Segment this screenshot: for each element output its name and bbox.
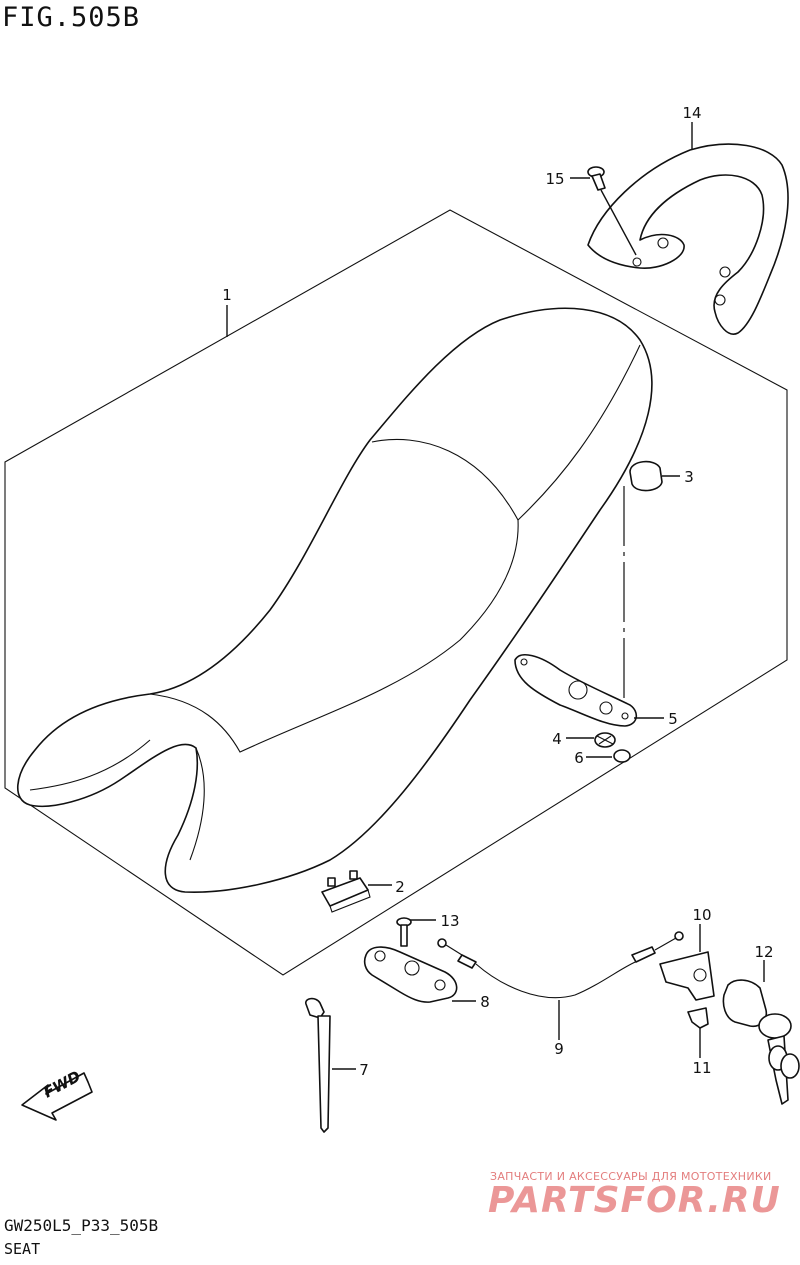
- callout-12[interactable]: 12: [754, 943, 773, 961]
- cable-tie-part-7[interactable]: [305, 997, 331, 1133]
- assembly-outline: [4, 209, 788, 976]
- plate-part-10[interactable]: [659, 951, 715, 1001]
- callouts: 1 2 3 4 5 6 7 8 9 10 11 12 13 14 15: [222, 104, 773, 1079]
- lock-set-part-12[interactable]: [722, 979, 800, 1105]
- callout-2[interactable]: 2: [395, 878, 405, 896]
- figure-caption: SEAT: [4, 1240, 41, 1258]
- nut-part-6[interactable]: [613, 749, 631, 763]
- bracket-part-5[interactable]: [514, 654, 638, 727]
- figure-title: FIG.505B: [2, 2, 141, 33]
- watermark-logo: PARTSFOR.RU: [488, 1180, 781, 1221]
- clamp-part-2[interactable]: [321, 870, 371, 913]
- fwd-arrow-icon: FWD: [21, 1067, 93, 1121]
- lock-base-part-8[interactable]: [363, 946, 458, 1003]
- grab-rail-part[interactable]: [587, 143, 789, 335]
- nut-part-4[interactable]: [594, 732, 616, 748]
- clip-part-11[interactable]: [687, 1007, 709, 1029]
- callout-11[interactable]: 11: [692, 1059, 711, 1077]
- screw-part-13[interactable]: [396, 917, 412, 947]
- callout-13[interactable]: 13: [440, 912, 459, 930]
- callout-9[interactable]: 9: [554, 1040, 564, 1058]
- bolt-part-15[interactable]: [587, 166, 637, 256]
- callout-8[interactable]: 8: [480, 993, 490, 1011]
- buffer-part-3[interactable]: [623, 460, 663, 715]
- callout-3[interactable]: 3: [684, 468, 694, 486]
- callout-4[interactable]: 4: [552, 730, 562, 748]
- callout-7[interactable]: 7: [359, 1061, 369, 1079]
- seat-part[interactable]: [16, 307, 653, 893]
- callout-1[interactable]: 1: [222, 286, 232, 304]
- callout-14[interactable]: 14: [682, 104, 701, 122]
- figure-code: GW250L5_P33_505B: [4, 1216, 159, 1235]
- callout-15[interactable]: 15: [545, 170, 564, 188]
- watermark-tagline: ЗАПЧАСТИ И АКСЕССУАРЫ ДЛЯ МОТОТЕХНИКИ: [490, 1170, 772, 1183]
- callout-10[interactable]: 10: [692, 906, 711, 924]
- callout-6[interactable]: 6: [574, 749, 584, 767]
- leader-lines: [226, 122, 765, 1070]
- callout-5[interactable]: 5: [668, 710, 678, 728]
- cable-part-9[interactable]: [437, 931, 684, 999]
